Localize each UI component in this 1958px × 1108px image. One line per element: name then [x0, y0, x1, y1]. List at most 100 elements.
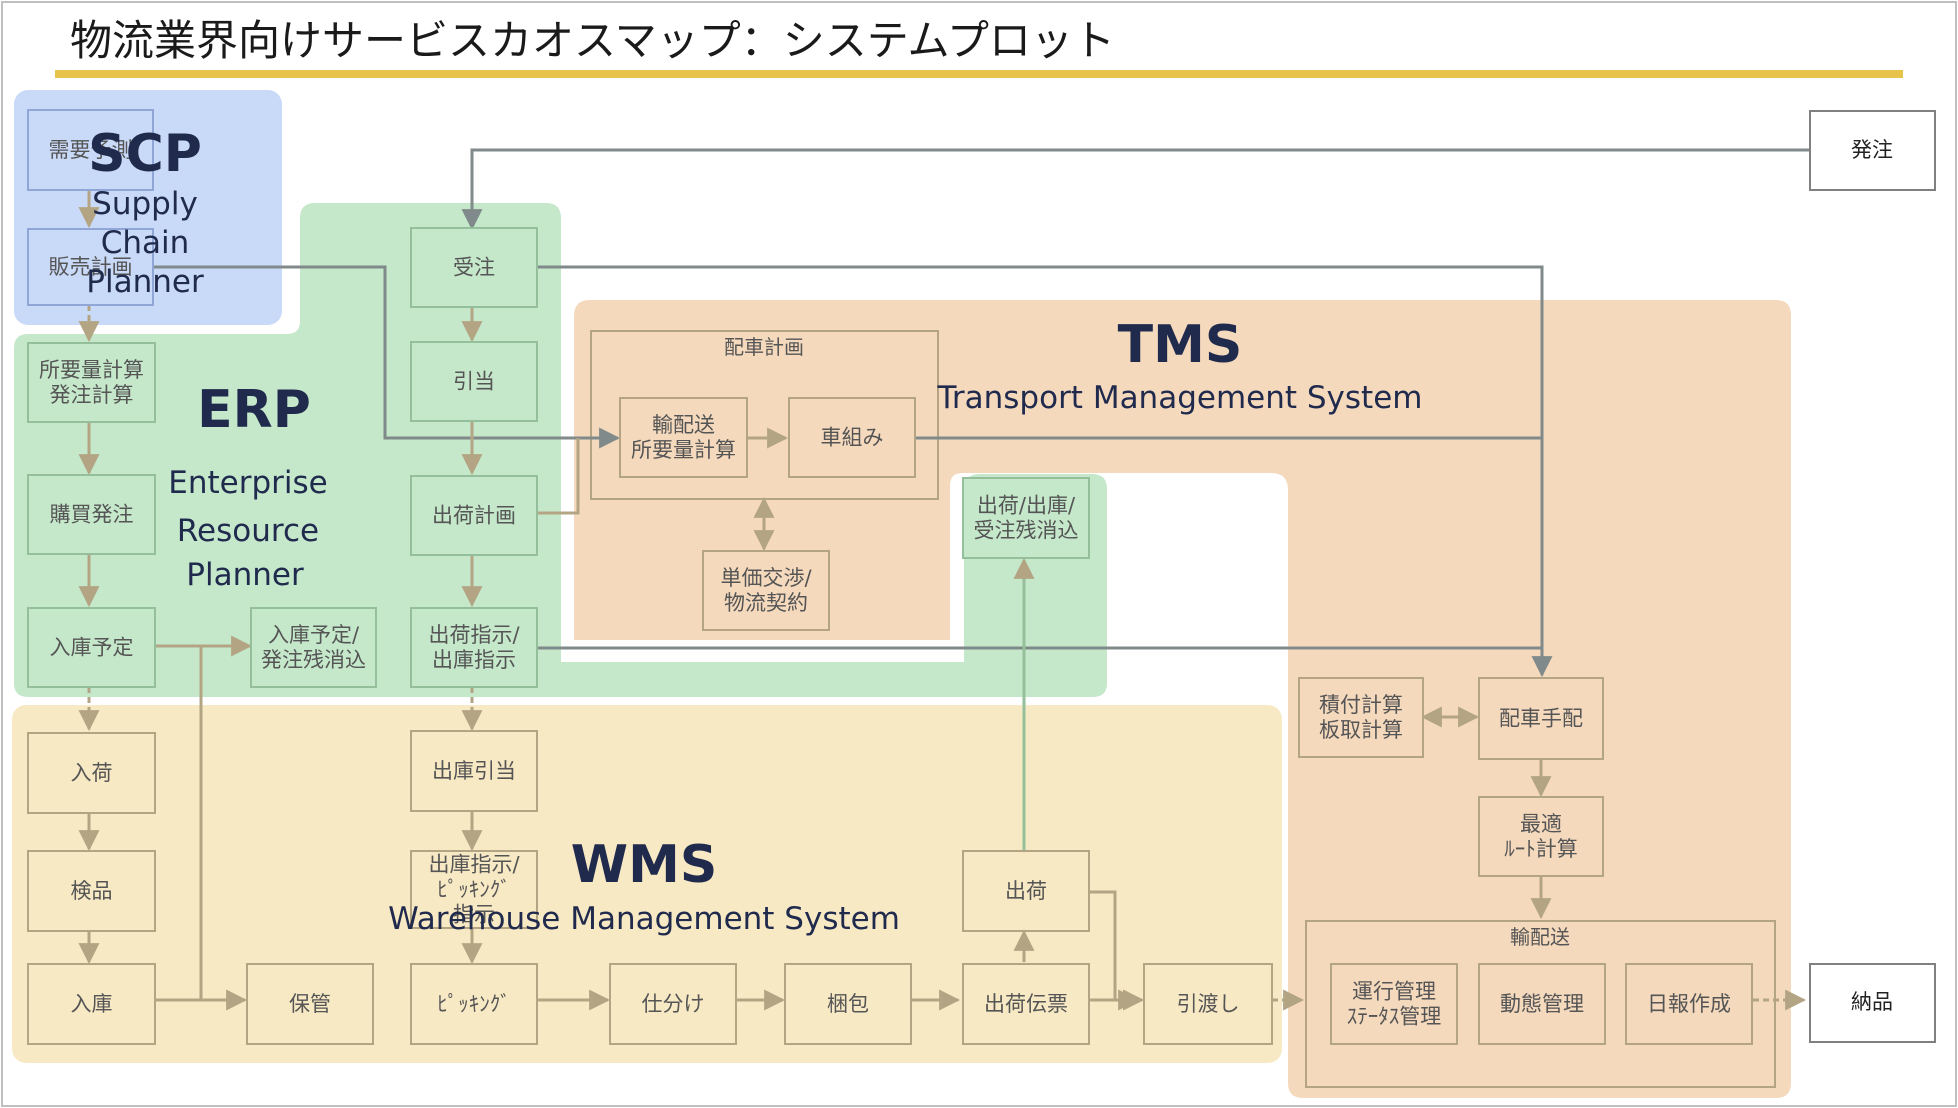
connector-lines-tan — [78, 190, 1807, 1011]
load-calc-label-1: 積付計算 — [1319, 693, 1403, 717]
packing-label-1: 梱包 — [827, 992, 869, 1016]
purchase-order-box: 購買発注 — [27, 474, 156, 555]
picking-label-1: ﾋﾟｯｷﾝｸﾞ — [437, 992, 511, 1016]
receipt-schedule-label-1: 入庫予定 — [50, 636, 134, 660]
shipping-slip-label-1: 出荷伝票 — [984, 992, 1068, 1016]
erp-name-line-1: Enterprise — [168, 465, 327, 501]
shipping-slip-box: 出荷伝票 — [962, 963, 1090, 1045]
outbound-allocation-label-1: 出庫引当 — [432, 759, 516, 783]
outbound-allocation-box: 出庫引当 — [410, 730, 538, 812]
operation-mgmt-label-1: 運行管理 — [1352, 980, 1436, 1004]
erp-abbr: ERP — [197, 380, 311, 440]
wms-abbr: WMS — [571, 835, 718, 895]
process-boxes: 需要予測販売計画所要量計算発注計算購買発注入庫予定入庫予定/発注残消込受注引当出… — [27, 109, 1753, 1045]
picking-instruction-label-2: ﾋﾟｯｷﾝｸﾞ — [437, 878, 511, 902]
scp-name-line-3: Planner — [86, 264, 204, 300]
tms-abbr: TMS — [1118, 315, 1243, 375]
rate-negotiation-label-2: 物流契約 — [724, 591, 808, 615]
handover-box: 引渡し — [1143, 963, 1273, 1045]
sorting-label-1: 仕分け — [642, 992, 705, 1016]
transport-group — [1305, 920, 1776, 1088]
shipping-instruction-label-1: 出荷指示/ — [428, 623, 520, 647]
storage-label-1: 保管 — [289, 992, 331, 1016]
vehicle-dispatch-box: 配車手配 — [1478, 677, 1604, 760]
shipping-clear-box: 出荷/出庫/受注残消込 — [962, 477, 1090, 559]
mrp-label-2: 発注計算 — [50, 383, 134, 407]
stock-in-box: 入庫 — [27, 963, 156, 1045]
optimal-route-label-2: ﾙｰﾄ計算 — [1504, 837, 1578, 861]
inspection-box: 検品 — [27, 850, 156, 932]
vehicle-dispatch-label-1: 配車手配 — [1499, 707, 1583, 731]
erp-region — [14, 203, 1107, 697]
inspection-label-1: 検品 — [71, 879, 113, 903]
wms-name: Warehouse Management System — [388, 901, 900, 937]
scp-name-line-1: Supply — [92, 186, 198, 222]
erp-label: ERP Enterprise Resource Planner — [168, 380, 327, 593]
stock-in-label-1: 入庫 — [71, 992, 113, 1016]
allocation-box: 引当 — [410, 341, 538, 422]
arrival-label-1: 入荷 — [71, 761, 113, 785]
scp-name-line-2: Chain — [101, 225, 190, 261]
shipping-clear-label-1: 出荷/出庫/ — [977, 494, 1076, 518]
receipt-clear-label-1: 入庫予定/ — [268, 623, 360, 647]
shipment-box: 出荷 — [962, 850, 1090, 932]
vehicle-combination-label-1: 車組み — [821, 426, 884, 450]
tms-name: Transport Management System — [937, 380, 1423, 416]
storage-box: 保管 — [246, 963, 374, 1045]
order-received-label-1: 受注 — [453, 256, 495, 280]
erp-name-line-3: Planner — [186, 557, 304, 593]
daily-report-label-1: 日報作成 — [1647, 992, 1731, 1016]
shipping-plan-box: 出荷計画 — [410, 475, 538, 556]
page-title: 物流業界向けサービスカオスマップ：システムプロット — [70, 16, 1115, 65]
picking-box: ﾋﾟｯｷﾝｸﾞ — [410, 963, 538, 1045]
scp-label: SCP Supply Chain Planner — [86, 124, 204, 300]
handover-label-1: 引渡し — [1177, 992, 1240, 1016]
optimal-route-label-1: 最適 — [1520, 812, 1562, 836]
shipping-plan-label-1: 出荷計画 — [432, 504, 516, 528]
delivery-requirement-label-1: 輸配送 — [652, 413, 715, 437]
shipping-clear-label-2: 受注残消込 — [974, 519, 1079, 543]
receipt-clear-box: 入庫予定/発注残消込 — [250, 607, 377, 688]
wms-label: WMS Warehouse Management System — [388, 835, 900, 937]
erp-name-line-2: Resource — [177, 513, 319, 549]
sales-plan-label-1: 販売計画 — [49, 255, 133, 279]
dispatch-plan-label: 配車計画 — [724, 335, 804, 359]
arrival-box: 入荷 — [27, 732, 156, 814]
picking-instruction-label-1: 出庫指示/ — [428, 853, 520, 877]
receipt-schedule-box: 入庫予定 — [27, 607, 156, 688]
dynamic-mgmt-box: 動態管理 — [1478, 963, 1606, 1045]
demand-forecast-label-1: 需要予測 — [49, 138, 133, 162]
delivery-label: 納品 — [1851, 990, 1893, 1014]
title-underline — [55, 70, 1903, 78]
vehicle-combination-box: 車組み — [788, 397, 916, 478]
rate-negotiation-box: 単価交渉/物流契約 — [702, 550, 830, 631]
tms-label: TMS Transport Management System — [937, 315, 1423, 416]
order-placement-box: 発注 — [1809, 110, 1936, 191]
delivery-requirement-label-2: 所要量計算 — [631, 438, 736, 462]
allocation-label-1: 引当 — [453, 370, 495, 394]
mrp-label-1: 所要量計算 — [39, 358, 144, 382]
connector-lines-gray — [153, 148, 1810, 678]
transport-group-label: 輸配送 — [1510, 925, 1570, 949]
purchase-order-label-1: 購買発注 — [50, 503, 134, 527]
sorting-box: 仕分け — [609, 963, 737, 1045]
order-placement-label: 発注 — [1851, 138, 1893, 162]
shipment-label-1: 出荷 — [1005, 879, 1047, 903]
shipping-instruction-box: 出荷指示/出庫指示 — [410, 607, 538, 688]
rate-negotiation-label-1: 単価交渉/ — [720, 566, 812, 590]
operation-mgmt-label-2: ｽﾃｰﾀｽ管理 — [1347, 1005, 1442, 1029]
demand-forecast-box: 需要予測 — [27, 109, 154, 191]
receipt-clear-label-2: 発注残消込 — [261, 648, 366, 672]
scp-abbr: SCP — [88, 124, 202, 184]
load-calc-label-2: 板取計算 — [1319, 718, 1403, 742]
daily-report-box: 日報作成 — [1625, 963, 1753, 1045]
packing-box: 梱包 — [784, 963, 912, 1045]
